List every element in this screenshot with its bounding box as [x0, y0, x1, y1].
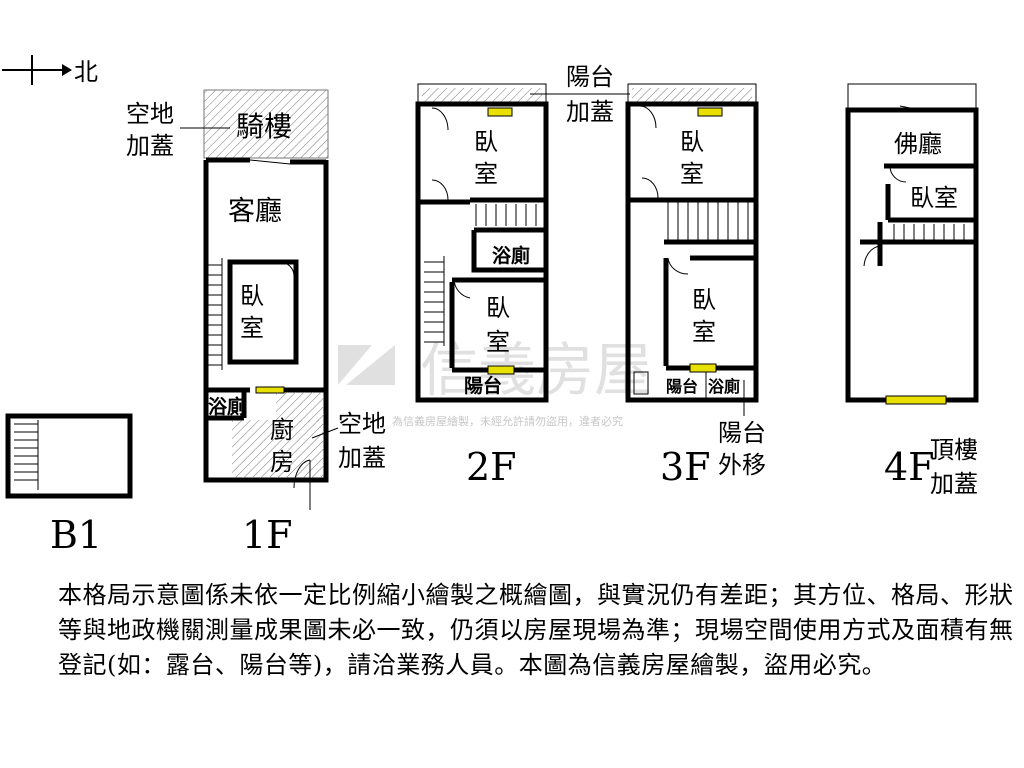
f2-note-top-1: 陽台 — [566, 63, 614, 91]
floor-4f: 佛廳 臥室 4F 頂樓 加蓋 — [845, 83, 979, 498]
floor-label-b1: B1 — [50, 513, 102, 557]
f4-stairs — [893, 224, 965, 240]
f3-bedroom-b1: 臥 — [692, 286, 716, 314]
north-arrow: 北 — [2, 55, 98, 86]
f1-kitchen-hatch — [232, 420, 324, 478]
f4-bedroom-label: 臥室 — [910, 184, 958, 212]
f1-bedroom-label-1: 臥 — [240, 282, 264, 310]
living-room-label: 客廳 — [228, 196, 282, 227]
f3-bedroom-b2: 室 — [692, 318, 716, 346]
f4-note-side-1: 頂樓 — [930, 436, 978, 464]
floor-2f: 臥 室 浴廁 臥 室 — [415, 63, 630, 489]
f3-bath-label: 浴廁 — [708, 377, 740, 396]
kitchen-label-1: 廚 — [270, 416, 294, 444]
f2-bedroom-a2: 室 — [474, 160, 498, 188]
f2-bedroom-a1: 臥 — [474, 128, 498, 156]
arcade-label: 騎樓 — [236, 110, 292, 143]
f4-note-side-2: 加蓋 — [930, 470, 978, 498]
f3-stairs — [667, 202, 749, 240]
f2-balcony-label: 陽台 — [464, 374, 502, 397]
f1-note-top-2: 加蓋 — [126, 132, 174, 160]
f3-window-top — [697, 107, 723, 117]
f2-bath-label: 浴廁 — [492, 244, 530, 267]
f1-note-side-1: 空地 — [338, 410, 386, 438]
f1-bath-label: 浴廁 — [208, 395, 246, 418]
f2-note-top-2: 加蓋 — [566, 98, 614, 126]
arcade-area — [203, 89, 329, 159]
f3-window-bottom — [689, 363, 717, 373]
f1-note-side-2: 加蓋 — [338, 444, 386, 472]
f2-stairs — [424, 204, 537, 346]
floor-label-4f: 4F — [884, 445, 935, 489]
f1-stairs — [208, 258, 223, 370]
floor-b1: B1 — [5, 413, 133, 557]
f1-window — [255, 386, 285, 394]
shrine-label: 佛廳 — [894, 130, 942, 158]
f2-bedroom-b1: 臥 — [486, 294, 510, 322]
f3-bedroom-a2: 室 — [680, 160, 704, 188]
f2-bedroom-b2: 室 — [486, 328, 510, 356]
f3-note-side-1: 陽台 — [718, 419, 766, 447]
kitchen-label-2: 房 — [270, 448, 294, 476]
watermark-notice: 為信義房屋繪製，未經允許請勿盜用，違者必究 — [392, 414, 623, 428]
f1-bedroom-label-2: 室 — [240, 314, 264, 342]
floor-label-1f: 1F — [242, 513, 293, 557]
f2-window-bottom — [487, 365, 515, 375]
north-label: 北 — [74, 58, 98, 86]
f4-window-bottom — [885, 395, 947, 405]
f3-balcony-label: 陽台 — [666, 377, 698, 396]
floor-1f: 騎樓 空地 加蓋 客廳 臥 室 浴廁 — [126, 89, 386, 557]
floor-3f: 臥 室 臥 室 陽台 浴廁 3F 陽台 外移 — [625, 83, 766, 489]
floor-plan-diagram: 信義房屋 為信義房屋繪製，未經允許請勿盜用，違者必究 北 B1 騎樓 空地 加蓋… — [2, 55, 979, 557]
floor-label-3f: 3F — [660, 445, 711, 489]
f3-note-side-2: 外移 — [718, 451, 766, 479]
f2-window-top — [487, 107, 513, 117]
f1-note-top-1: 空地 — [126, 100, 174, 128]
floor-label-2f: 2F — [466, 445, 517, 489]
f3-bedroom-a1: 臥 — [680, 128, 704, 156]
disclaimer-text: 本格局示意圖係未依一定比例縮小繪製之概繪圖，與實況仍有差距；其方位、格局、形狀等… — [58, 581, 1014, 679]
